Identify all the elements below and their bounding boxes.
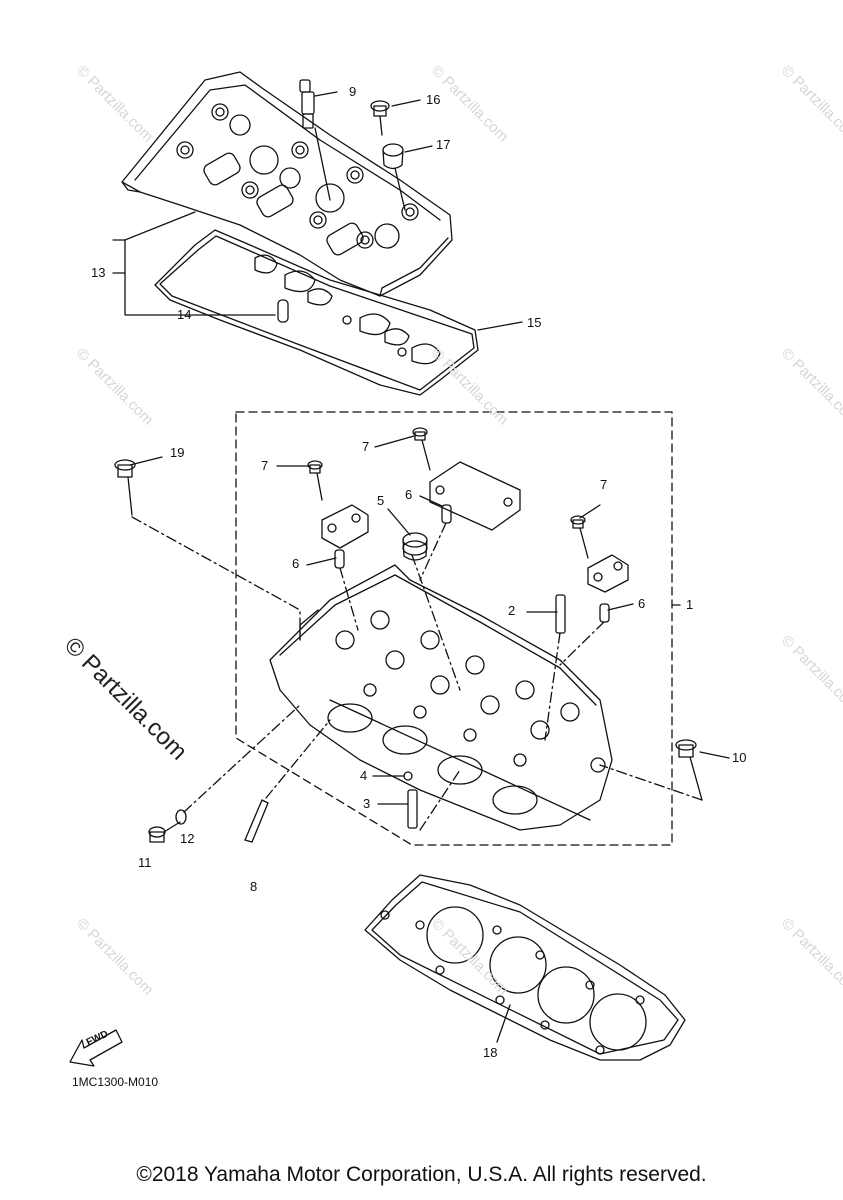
callout-12: 12 [180, 831, 195, 846]
callout-15: 15 [527, 315, 542, 330]
camshaft-cap-center [429, 461, 521, 531]
cylinder-head-gasket [364, 874, 686, 1061]
callout-4: 4 [360, 768, 368, 783]
camshaft-cap-left [321, 504, 369, 549]
callout-17: 17 [436, 137, 451, 152]
callout-5: 5 [377, 493, 385, 508]
washer-12 [175, 809, 187, 825]
callout-3: 3 [363, 796, 371, 811]
callout-9: 9 [349, 84, 357, 99]
callout-7-center: 7 [362, 439, 370, 454]
stud-bolt-8 [244, 799, 269, 843]
callout-6-left: 6 [292, 556, 300, 571]
callout-7-right: 7 [600, 477, 608, 492]
callout-10: 10 [732, 750, 747, 765]
callout-1: 1 [686, 597, 694, 612]
bolt-16 [370, 100, 390, 136]
callout-8: 8 [250, 879, 258, 894]
callout-6-center: 6 [405, 487, 413, 502]
callout-13: 13 [91, 265, 106, 280]
callout-6-right: 6 [638, 596, 646, 611]
callout-14: 14 [177, 307, 192, 322]
callout-19: 19 [170, 445, 185, 460]
callout-2: 2 [508, 603, 516, 618]
bolt-19 [114, 459, 136, 516]
fwd-arrow-icon [69, 1029, 123, 1067]
dowel-6-left [334, 549, 345, 569]
bolt-7-center [412, 427, 431, 471]
callout-16: 16 [426, 92, 441, 107]
spark-plug [299, 79, 315, 129]
callout-7-left: 7 [261, 458, 269, 473]
bolt-10 [675, 739, 703, 801]
valve-guide-3 [407, 789, 418, 829]
clip-4 [403, 771, 413, 781]
head-cover-gasket [154, 229, 479, 396]
copyright-notice: ©2018 Yamaha Motor Corporation, U.S.A. A… [136, 1163, 707, 1186]
valve-guide-2 [555, 594, 566, 634]
diagram-code: 1MC1300-M010 [72, 1075, 159, 1089]
callout-18: 18 [483, 1045, 498, 1060]
camshaft-cap-right [587, 554, 629, 593]
bolt-7-left [307, 460, 323, 501]
dowel-6-right [599, 603, 610, 623]
cylinder-head-cover [121, 71, 453, 297]
oil-seal-5 [402, 532, 428, 561]
callout-11: 11 [138, 855, 152, 870]
dowel-pin-14 [277, 299, 289, 323]
bolt-11 [148, 821, 181, 843]
grommet-17 [382, 143, 404, 170]
bolt-7-right [570, 515, 589, 559]
